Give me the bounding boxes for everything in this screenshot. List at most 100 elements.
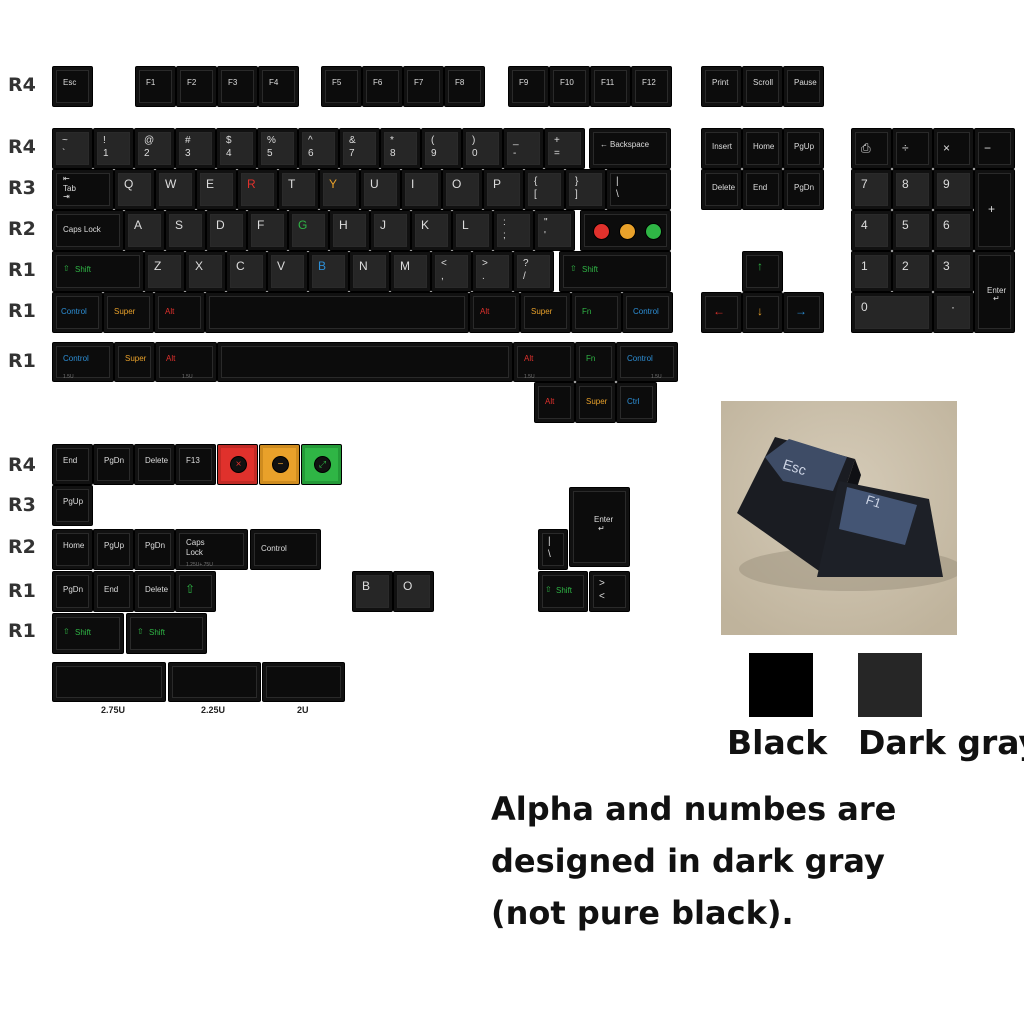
spacebar-size-label: 2U: [297, 705, 309, 715]
row-label: R1: [8, 300, 36, 322]
extra-delete-key: Delete: [134, 444, 175, 485]
extra-alt-key: Alt: [534, 382, 575, 423]
j-key: J: [370, 210, 411, 251]
shift-arrow-icon: ⇧: [137, 627, 144, 636]
extra-delete2-key: Delete: [134, 571, 175, 612]
extra-shift-2-key: ⇧Shift: [126, 613, 207, 654]
alt-fn-key: Fn: [575, 342, 616, 382]
semicolon-key: :;: [493, 210, 534, 251]
f10-key: F10: [549, 66, 590, 107]
red-dot-icon: [593, 223, 610, 240]
f-key: F: [247, 210, 288, 251]
dark-gray-swatch: [858, 653, 922, 717]
left-shift-key: ⇧Shift: [52, 251, 144, 292]
six-key: ^6: [298, 128, 339, 169]
extra-end-key: End: [52, 444, 93, 485]
f3-key: F3: [217, 66, 258, 107]
note-line: designed in dark gray: [491, 842, 885, 880]
green-dot-icon: [645, 223, 662, 240]
print-key: Print: [701, 66, 742, 107]
shift-arrow-icon: ⇧: [185, 582, 196, 596]
extra-0-key: O: [393, 571, 434, 612]
up-arrow-key: ↑: [742, 251, 783, 292]
t-key: T: [278, 169, 319, 210]
tilde-key: ~`: [52, 128, 93, 169]
black-swatch: [749, 653, 813, 717]
extra-ctrl-key: Ctrl: [616, 382, 657, 423]
w-key: W: [155, 169, 196, 210]
s-key: S: [165, 210, 206, 251]
num-8-key: 8: [892, 169, 933, 210]
num-2-key: 2: [892, 251, 933, 292]
note-line: (not pure black).: [491, 894, 794, 932]
u-key: U: [360, 169, 401, 210]
shift-arrow-icon: ⇧: [63, 627, 70, 636]
backspace-key: ←Backspace: [589, 128, 671, 169]
num-lock-key: ⎙: [851, 128, 892, 169]
num-plus-key: +: [974, 169, 1015, 251]
iso-lt-key: ><: [589, 571, 630, 612]
right-control-key: Control: [622, 292, 673, 333]
num-multiply-key: ×: [933, 128, 974, 169]
extra-shift-1-key: ⇧Shift: [52, 613, 124, 654]
num-enter-key: Enter↵: [974, 251, 1015, 333]
num-1-key: 1: [851, 251, 892, 292]
minimize-circle-icon: −: [272, 456, 289, 473]
keycap-photo: Esc F1: [721, 401, 957, 635]
scroll-key: Scroll: [742, 66, 783, 107]
row-label: R4: [8, 454, 36, 476]
right-alt-key: Alt: [469, 292, 520, 333]
iso-right-shift-key: ⇧Shift: [538, 571, 588, 612]
right-super-key: Super: [520, 292, 571, 333]
i-key: I: [401, 169, 442, 210]
extra-pgdn2-key: PgDn: [134, 529, 175, 570]
extra-pgup-key: PgUp: [52, 485, 93, 526]
q-key: Q: [114, 169, 155, 210]
eight-key: *8: [380, 128, 421, 169]
black-swatch-label: Black: [727, 723, 828, 762]
return-icon: ↵: [598, 524, 605, 533]
five-key: %5: [257, 128, 298, 169]
extra-shift-arrow-key: ⇧: [175, 571, 216, 612]
num-5-key: 5: [892, 210, 933, 251]
k-key: K: [411, 210, 452, 251]
lock-icon: ⎙: [861, 141, 871, 155]
right-arrow-icon: →: [795, 304, 807, 318]
left-arrow-key: ←: [701, 292, 742, 333]
equals-key: +=: [544, 128, 585, 169]
num-3-key: 3: [933, 251, 974, 292]
close-circle-icon: ×: [230, 456, 247, 473]
f13-key: F13: [175, 444, 216, 485]
f7-key: F7: [403, 66, 444, 107]
period-key: >.: [472, 251, 513, 292]
keycap-photo-svg: [721, 401, 957, 635]
f9-key: F9: [508, 66, 549, 107]
num-0-key: 0: [851, 292, 933, 333]
l-key: L: [452, 210, 493, 251]
num-4-key: 4: [851, 210, 892, 251]
b-key: B: [308, 251, 349, 292]
f5-key: F5: [321, 66, 362, 107]
row-label: R2: [8, 536, 36, 558]
lbracket-key: {[: [524, 169, 565, 210]
row-label: R1: [8, 259, 36, 281]
four-key: $4: [216, 128, 257, 169]
nine-key: (9: [421, 128, 462, 169]
caps-lock-key: Caps Lock: [52, 210, 124, 251]
f12-key: F12: [631, 66, 672, 107]
one-key: !1: [93, 128, 134, 169]
extra-home-key: Home: [52, 529, 93, 570]
e-key: E: [196, 169, 237, 210]
note-line: Alpha and numbes are: [491, 790, 897, 828]
spacebar-size-label: 2.25U: [201, 705, 226, 715]
zero-key: )0: [462, 128, 503, 169]
dark-gray-swatch-label: Dark gray: [858, 723, 1024, 762]
left-arrow-icon: ←: [713, 304, 725, 318]
o-key: O: [442, 169, 483, 210]
rbracket-key: }]: [565, 169, 606, 210]
down-arrow-icon: ↓: [757, 304, 763, 318]
